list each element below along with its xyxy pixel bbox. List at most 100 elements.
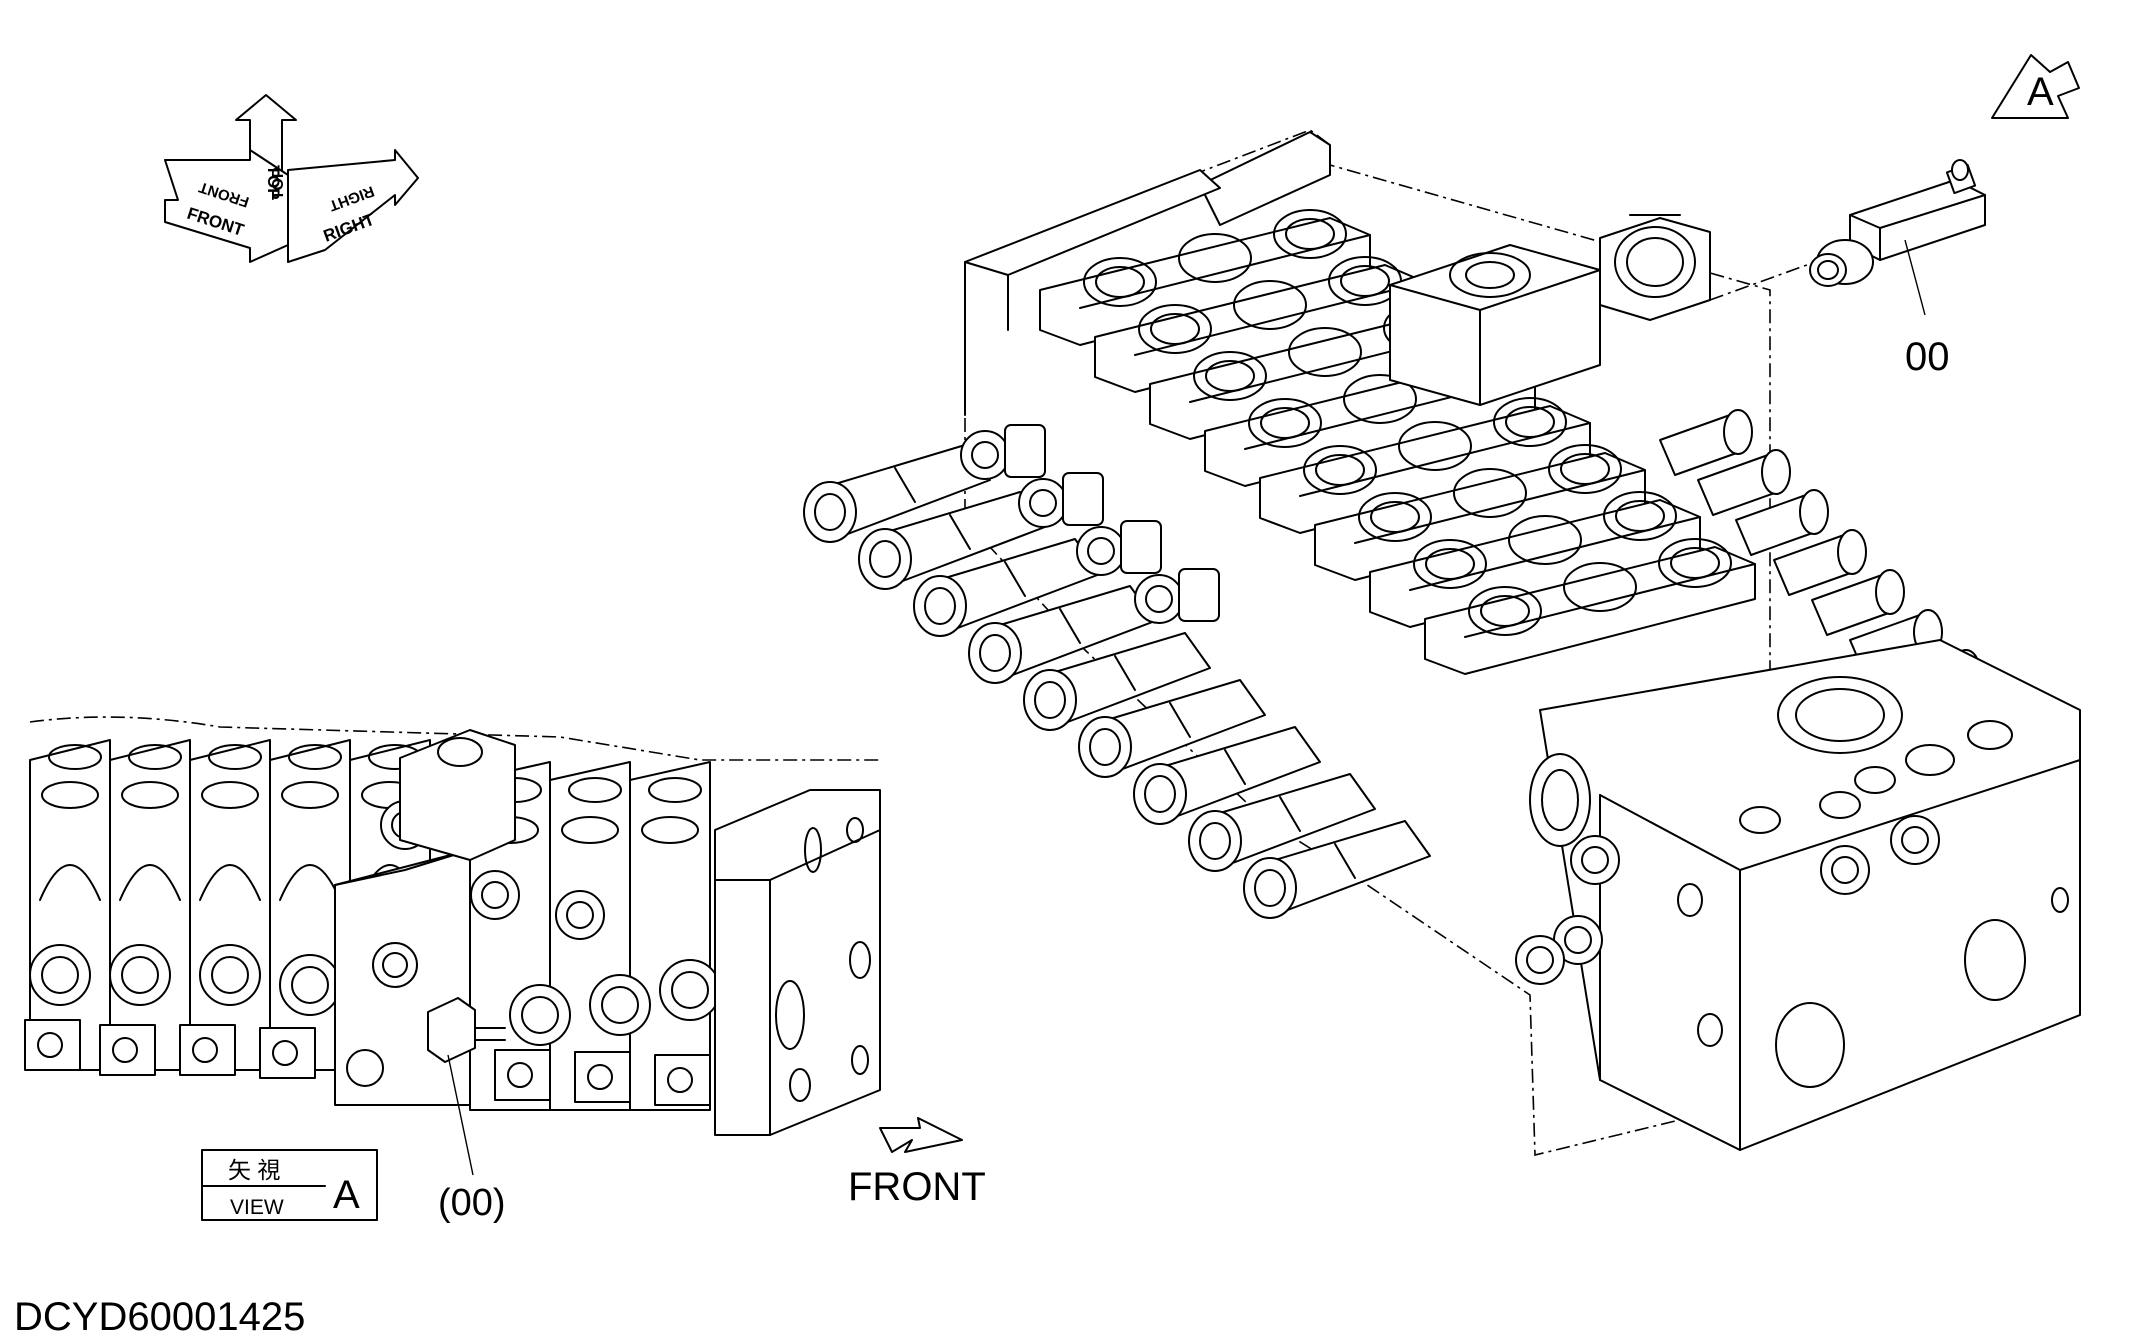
spool-cap-ring	[949, 514, 971, 550]
port-bore	[1615, 500, 1665, 532]
port-ring	[1398, 421, 1472, 471]
hex-bolt-inner	[1564, 926, 1592, 954]
view-label-letter: A	[333, 1173, 360, 1217]
hex-bolt	[1890, 815, 1940, 865]
pilot-nut	[1178, 568, 1220, 622]
hex-fitting	[1076, 526, 1126, 576]
detail-section	[189, 739, 271, 1071]
part-callout-detail: (00)	[438, 1182, 506, 1224]
detail-port	[641, 816, 699, 844]
detail-bolt-housing	[259, 1027, 316, 1079]
port-ring	[1288, 327, 1362, 377]
port-ring	[1178, 233, 1252, 283]
detail-spool-bore	[521, 996, 559, 1034]
spool-cap-ring	[894, 467, 916, 503]
port-ring	[1658, 538, 1732, 588]
orientation-top-label: TOP	[264, 165, 283, 200]
detail-view-a: (00)	[24, 716, 881, 1224]
port-bore	[1370, 501, 1420, 533]
spool-cap-ring	[1169, 702, 1191, 738]
detail-spool-bore	[121, 956, 159, 994]
port-ring	[1343, 374, 1417, 424]
port-ring	[1248, 398, 1322, 448]
detail-port	[561, 816, 619, 844]
pressure-sensor-part: 00	[1709, 159, 1986, 379]
spool-cap-end	[968, 622, 1022, 684]
port-bore	[1480, 595, 1530, 627]
spool-cap-ring	[1334, 843, 1356, 879]
detail-port	[208, 744, 262, 770]
spool-cap-ring	[1279, 796, 1301, 832]
detail-port	[48, 744, 102, 770]
spool-cap-end	[1023, 669, 1077, 731]
detail-port	[121, 781, 179, 809]
port-ring	[1468, 586, 1542, 636]
detail-spool-bore	[211, 956, 249, 994]
port-ring	[1563, 562, 1637, 612]
port-bore	[1340, 265, 1390, 297]
detail-hex-inner	[481, 881, 509, 909]
detail-port	[201, 781, 259, 809]
view-label-kanji: 矢 視	[228, 1157, 280, 1183]
relief-rod-end	[1723, 409, 1753, 455]
detail-bolt	[272, 1040, 298, 1066]
detail-spool-end	[279, 954, 341, 1016]
port-ring	[1193, 351, 1267, 401]
port-ring	[1493, 397, 1567, 447]
hex-bolt-inner	[1581, 846, 1609, 874]
detail-bolt	[37, 1032, 63, 1058]
detail-bolt-housing	[654, 1054, 711, 1106]
detail-hex-inner	[566, 901, 594, 929]
port-bore	[1285, 218, 1335, 250]
detail-arch	[279, 864, 341, 901]
detail-port	[568, 777, 622, 803]
detail-spool-bore	[41, 956, 79, 994]
detail-bolt	[192, 1037, 218, 1063]
port-ring	[1233, 280, 1307, 330]
detail-bolt-housing	[99, 1024, 156, 1076]
hex-fitting-inner	[971, 441, 999, 469]
spool-cap-end	[803, 481, 857, 543]
relief-rod-end	[1875, 569, 1905, 615]
hex-bolt	[1515, 935, 1565, 985]
port-ring	[1273, 209, 1347, 259]
view-label-word: VIEW	[230, 1196, 284, 1219]
pilot-nut	[1120, 520, 1162, 574]
detail-bolt-housing	[179, 1024, 236, 1076]
port-bore	[1260, 407, 1310, 439]
drawing-code: DCYD60001425	[14, 1295, 305, 1335]
detail-spool-bore	[671, 971, 709, 1009]
detail-hex-fitting	[555, 890, 605, 940]
port-ring	[1453, 468, 1527, 518]
pilot-nut	[1004, 424, 1046, 478]
control-valve-assembly	[803, 129, 2081, 1157]
hex-fitting	[1018, 478, 1068, 528]
port-ring	[1508, 515, 1582, 565]
spool-cap-ring	[1224, 749, 1246, 785]
hex-bolt-inner	[1526, 946, 1554, 974]
detail-port	[128, 744, 182, 770]
detail-bolt-housing	[494, 1049, 551, 1101]
detail-spool-bore	[291, 966, 329, 1004]
hex-fitting	[960, 430, 1010, 480]
spool-cap-bore	[869, 540, 901, 578]
port-ring	[1603, 491, 1677, 541]
detail-bolt-housing	[24, 1019, 81, 1071]
hex-bolt	[1820, 845, 1870, 895]
detail-spool-end	[199, 944, 261, 1006]
detail-arch	[199, 864, 261, 901]
port-ring	[1548, 444, 1622, 494]
spool-cap-bore	[1144, 775, 1176, 813]
part-callout-main: 00	[1905, 335, 1950, 379]
spool-cap-bore	[1254, 869, 1286, 907]
orientation-icon: FRONT FRONT TOP TOP RIGHT RIGHT	[164, 94, 419, 263]
hex-bolt-inner	[1901, 826, 1929, 854]
detail-arch	[119, 864, 181, 901]
front-direction-arrow: FRONT	[848, 1117, 986, 1209]
port-ring	[1303, 445, 1377, 495]
port-bore	[1560, 453, 1610, 485]
spool-cap-bore	[1089, 728, 1121, 766]
port-bore	[1670, 547, 1720, 579]
relief-rod-end	[1761, 449, 1791, 495]
detail-bolt	[667, 1067, 693, 1093]
